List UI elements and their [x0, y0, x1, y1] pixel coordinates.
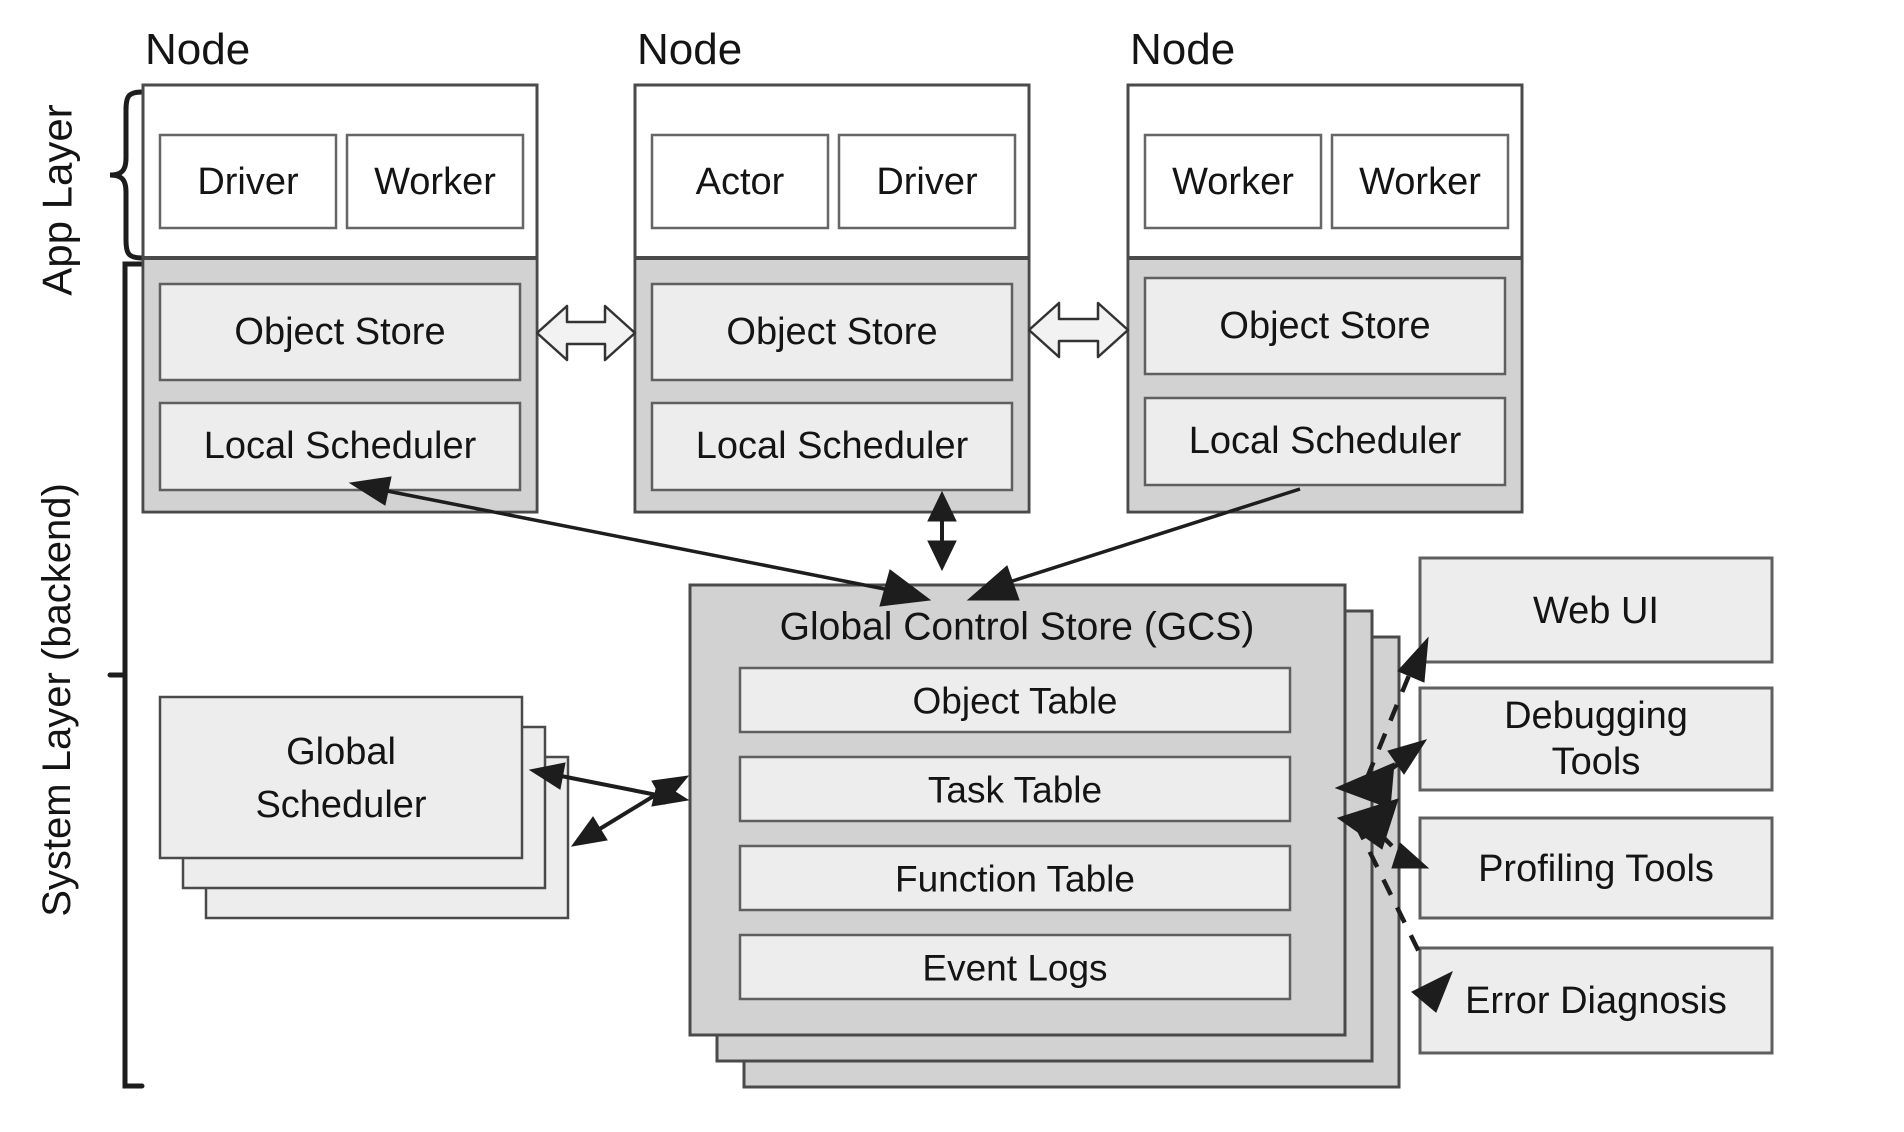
debugging-tools-label-line1: Debugging	[1504, 695, 1688, 737]
node-1-process-box-2	[345, 133, 525, 230]
node-2-title: Node	[637, 25, 742, 74]
ls2-up-arrowhead	[927, 490, 957, 522]
node-1: Node Driver Worker Object Store Local Sc…	[141, 25, 539, 514]
gcs-tools-dashed-arrows	[1334, 636, 1453, 1013]
global-scheduler: Global Scheduler	[158, 695, 570, 920]
ls3-gcs-arrow-line	[999, 487, 1301, 587]
node-2-container-border	[633, 83, 1031, 514]
global-scheduler-label-line1: Global	[286, 731, 396, 773]
profiling-tools-arrowhead	[1391, 842, 1430, 869]
node-1-process-label-2: Worker	[374, 161, 496, 203]
node-3-local-scheduler-box	[1143, 396, 1507, 487]
gcs-incoming-arrowhead-2	[1336, 798, 1399, 850]
ls1-gcs-arrow-line	[381, 488, 901, 594]
gcs-event-logs-box	[738, 933, 1292, 1001]
node-1-process-label-1: Driver	[197, 161, 299, 203]
profiling-tools-label: Profiling Tools	[1478, 848, 1714, 890]
app-layer-brace	[109, 89, 145, 261]
node-3-container-border	[1126, 83, 1524, 514]
gcs-right-cluster-arrowhead	[966, 565, 1020, 601]
dashed-line-web-ui	[1364, 667, 1415, 779]
dashed-line-error-diagnosis	[1353, 823, 1427, 963]
debugging-tools-label-line2: Tools	[1552, 741, 1641, 783]
global-scheduler-box	[158, 695, 524, 860]
gcs-function-table-label: Function Table	[895, 859, 1135, 900]
node-1-title: Node	[145, 25, 250, 74]
node-3-process-label-1: Worker	[1172, 161, 1294, 203]
ls1-arrowhead	[348, 476, 392, 506]
node-2-process-label-1: Actor	[696, 161, 785, 203]
gcs-object-table-box	[738, 666, 1292, 734]
object-store-link-arrow-2	[1027, 301, 1130, 359]
web-ui-arrowhead	[1397, 636, 1429, 683]
node-3-title: Node	[1130, 25, 1235, 74]
gcs-incoming-arrowhead-1	[1334, 762, 1395, 809]
node-2-process-label-2: Driver	[876, 161, 978, 203]
debugging-tools-arrowhead	[1387, 739, 1428, 775]
error-diagnosis-label: Error Diagnosis	[1465, 980, 1727, 1022]
node-3-local-scheduler-label: Local Scheduler	[1189, 420, 1462, 462]
global-scheduler-label-line2: Scheduler	[255, 784, 426, 826]
node-3-process-label-2: Worker	[1359, 161, 1481, 203]
tools-column: Web UI Debugging Tools Profiling Tools E…	[1418, 556, 1774, 1055]
node-2-object-store-label: Object Store	[726, 311, 937, 353]
gs-gcs-arrow1-head-gs	[528, 762, 566, 790]
node-3-process-box-1	[1143, 133, 1323, 230]
gcs-title: Global Control Store (GCS)	[780, 606, 1255, 649]
node-3-object-store-box	[1143, 276, 1507, 376]
gcs: Global Control Store (GCS) Object Table …	[688, 583, 1401, 1089]
gcs-object-table-label: Object Table	[913, 681, 1118, 722]
node-1-local-scheduler-label: Local Scheduler	[204, 425, 477, 467]
gcs-event-logs-label: Event Logs	[922, 948, 1107, 989]
node-2-process-box-2	[837, 133, 1017, 230]
node-1-process-box-1	[158, 133, 338, 230]
gcs-function-table-box	[738, 844, 1292, 912]
web-ui-box	[1418, 556, 1774, 664]
gs-gcs-arrow2-head-gs	[570, 816, 608, 847]
node-2: Node Actor Driver Object Store Local Sch…	[633, 25, 1031, 514]
system-layer-bracket	[107, 261, 145, 1089]
node-2-object-store-box	[650, 282, 1014, 382]
local-scheduler-gcs-arrows	[348, 476, 1301, 607]
node-1-local-scheduler-box	[158, 401, 522, 492]
debugging-tools-box	[1418, 686, 1774, 792]
gcs-task-table-label: Task Table	[928, 770, 1102, 811]
node-1-container-border	[141, 83, 539, 514]
node-2-local-scheduler-label: Local Scheduler	[696, 425, 969, 467]
global-scheduler-gcs-arrows	[528, 762, 690, 847]
node-3-process-box-2	[1330, 133, 1510, 230]
gcs-task-table-box	[738, 755, 1292, 823]
node-3-object-store-label: Object Store	[1219, 305, 1430, 347]
gs-gcs-arrow2-line	[596, 789, 664, 832]
node-2-local-scheduler-box	[650, 401, 1014, 492]
gs-gcs-arrow2-head-gcs	[651, 775, 690, 805]
system-layer-label: System Layer (backend)	[35, 483, 79, 917]
ls2-down-arrowhead	[927, 540, 957, 572]
gs-gcs-arrow1-line	[555, 773, 663, 798]
app-layer-label: App Layer	[34, 104, 81, 295]
error-diagnosis-arrowhead	[1411, 970, 1453, 1013]
error-diagnosis-box	[1418, 946, 1774, 1055]
object-store-link-arrow-1	[535, 304, 637, 362]
web-ui-label: Web UI	[1533, 590, 1659, 632]
node-2-process-box-1	[650, 133, 830, 230]
node-1-object-store-box	[158, 282, 522, 382]
node-3: Node Worker Worker Object Store Local Sc…	[1126, 25, 1524, 514]
gcs-left-cluster-arrowhead	[879, 569, 932, 607]
node-1-object-store-label: Object Store	[234, 311, 445, 353]
